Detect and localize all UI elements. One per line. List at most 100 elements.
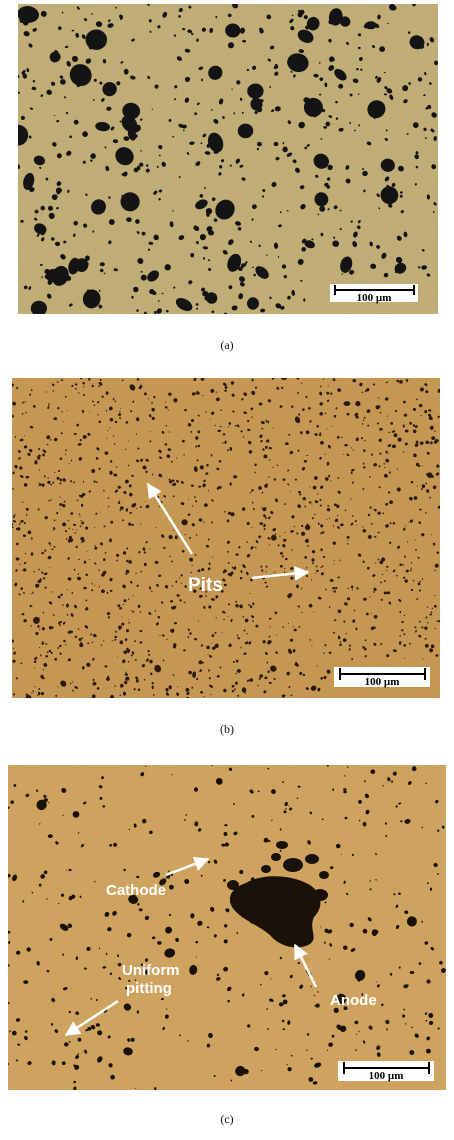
pit bbox=[58, 470, 60, 472]
pit bbox=[356, 225, 361, 230]
pit bbox=[354, 520, 357, 522]
pit bbox=[403, 644, 407, 647]
pit bbox=[255, 540, 259, 544]
pit bbox=[41, 641, 44, 645]
pit bbox=[326, 1049, 328, 1051]
pit bbox=[50, 499, 52, 501]
pit bbox=[68, 1041, 71, 1043]
pit bbox=[114, 400, 116, 403]
pit bbox=[53, 546, 56, 548]
pit bbox=[435, 472, 440, 476]
pit bbox=[430, 417, 433, 420]
pit bbox=[389, 972, 393, 976]
pit bbox=[411, 1026, 413, 1029]
pit bbox=[319, 412, 324, 416]
pit bbox=[270, 534, 277, 541]
pit bbox=[151, 590, 153, 593]
pit bbox=[127, 619, 129, 621]
pit bbox=[137, 447, 140, 450]
pit bbox=[213, 218, 218, 223]
pit bbox=[418, 962, 422, 965]
pit bbox=[59, 496, 61, 498]
pit bbox=[123, 1047, 133, 1056]
pit bbox=[280, 305, 285, 310]
pit bbox=[120, 192, 140, 212]
pit bbox=[391, 444, 396, 449]
pit bbox=[100, 511, 101, 513]
pit bbox=[220, 409, 222, 412]
pit bbox=[409, 1050, 415, 1055]
pit bbox=[56, 476, 60, 480]
pit bbox=[436, 551, 440, 554]
pit bbox=[311, 558, 315, 562]
pit bbox=[119, 607, 122, 610]
pit bbox=[282, 994, 286, 998]
pit bbox=[168, 884, 174, 890]
pit bbox=[388, 471, 391, 474]
pit bbox=[255, 546, 257, 549]
pit bbox=[62, 522, 67, 527]
pit bbox=[281, 386, 284, 389]
pit bbox=[73, 233, 76, 238]
pit bbox=[310, 579, 313, 581]
pit bbox=[241, 177, 246, 181]
pit bbox=[68, 896, 73, 901]
pit bbox=[336, 1024, 342, 1031]
pit bbox=[339, 228, 342, 231]
pit bbox=[250, 97, 263, 111]
pits-label: Pits bbox=[188, 575, 223, 596]
pit bbox=[362, 529, 367, 533]
pit bbox=[43, 794, 47, 798]
pit bbox=[321, 485, 324, 488]
pit bbox=[149, 830, 153, 835]
pit bbox=[95, 457, 99, 460]
pit bbox=[221, 843, 226, 847]
pit bbox=[412, 429, 417, 434]
pit bbox=[312, 562, 315, 565]
pit bbox=[279, 405, 283, 408]
pit bbox=[335, 586, 338, 589]
pit bbox=[268, 516, 271, 520]
pit bbox=[248, 604, 250, 606]
pit bbox=[125, 986, 128, 990]
pit bbox=[123, 691, 126, 696]
pit bbox=[168, 392, 172, 396]
pit bbox=[216, 977, 221, 981]
pit bbox=[255, 266, 269, 279]
pit bbox=[290, 567, 294, 570]
pit bbox=[8, 1063, 9, 1066]
pit bbox=[387, 777, 391, 782]
pit bbox=[386, 88, 393, 94]
uniform-pitting-arrow bbox=[64, 999, 119, 1037]
pit bbox=[309, 420, 312, 423]
pit bbox=[317, 493, 319, 495]
pit bbox=[265, 419, 268, 423]
pit bbox=[268, 681, 272, 684]
pit bbox=[437, 620, 440, 623]
pit bbox=[265, 517, 268, 520]
pit bbox=[352, 449, 354, 451]
pit bbox=[8, 930, 11, 934]
pit bbox=[148, 19, 152, 23]
pit bbox=[403, 527, 406, 531]
pit bbox=[349, 269, 355, 275]
pit bbox=[58, 621, 61, 625]
pit bbox=[332, 586, 336, 590]
pit bbox=[210, 521, 213, 524]
pit bbox=[158, 198, 161, 201]
pit bbox=[399, 563, 402, 566]
pit bbox=[83, 223, 88, 228]
pit bbox=[187, 499, 189, 501]
pit bbox=[199, 465, 204, 470]
pit bbox=[72, 528, 74, 530]
pit bbox=[82, 434, 87, 439]
pit bbox=[186, 696, 189, 698]
pit bbox=[105, 391, 109, 395]
pit bbox=[227, 986, 232, 992]
pit bbox=[237, 637, 240, 640]
pit bbox=[239, 576, 243, 580]
pit bbox=[73, 568, 76, 571]
pit bbox=[18, 457, 21, 460]
pit bbox=[429, 1020, 434, 1026]
pit bbox=[145, 541, 148, 544]
